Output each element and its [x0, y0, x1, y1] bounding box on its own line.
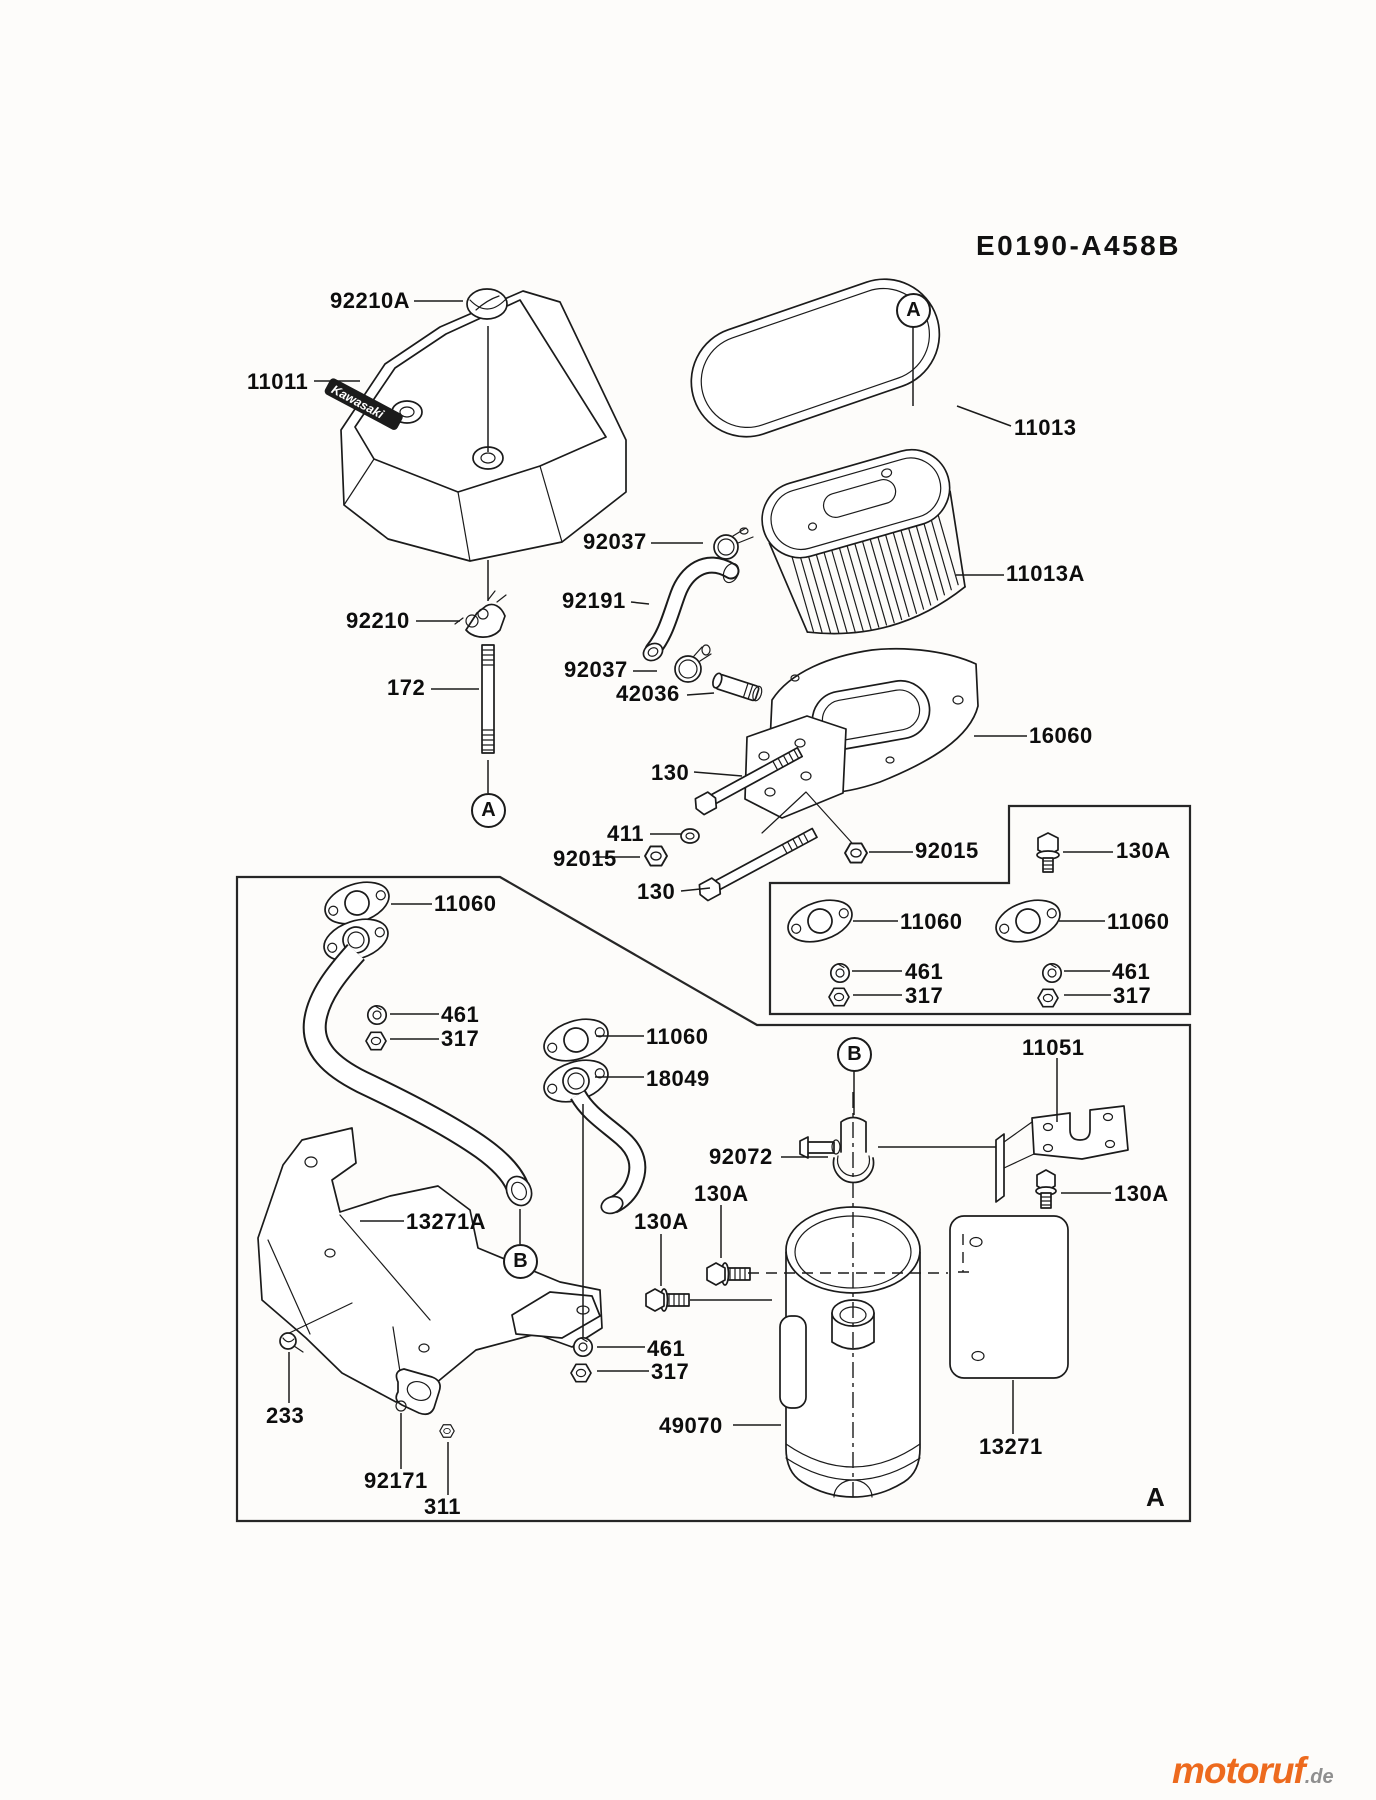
nut-92015-left [644, 845, 668, 867]
heat-shield-13271A [257, 1127, 603, 1403]
part-label-13271-40: 13271 [979, 1434, 1043, 1459]
diagram-code-title: E0190-A458B [976, 230, 1181, 261]
part-label-130-14: 130 [637, 879, 676, 904]
part-label-130a-32: 130A [1114, 1181, 1169, 1206]
bolt-130-lower [698, 827, 818, 902]
bolt-130A-2 [645, 1288, 690, 1312]
callout-circle-b-3: B [503, 1244, 538, 1279]
part-label-92072-29: 92072 [709, 1144, 773, 1169]
nut-317-2 [828, 987, 850, 1007]
part-label-317-25: 317 [441, 1026, 480, 1051]
part-label-92015-13: 92015 [553, 846, 617, 871]
part-label-11013-8: 11013 [1014, 415, 1077, 440]
part-label-92037-6: 92037 [564, 657, 628, 682]
exhaust-pipe [302, 943, 533, 1207]
part-label-461-22: 461 [1112, 959, 1151, 984]
part-label-92191-3: 92191 [562, 588, 626, 613]
hose-clamp-lower [674, 644, 712, 683]
part-label-92210-4: 92210 [346, 608, 410, 633]
part-label-172-5: 172 [387, 675, 426, 700]
bolt-130-upper [694, 746, 804, 816]
nut-92015-right [844, 842, 868, 864]
gasket-11060-3 [537, 1010, 615, 1070]
sub-assembly-boxes [235, 804, 1192, 1523]
part-label-130a-16: 130A [1116, 838, 1171, 863]
part-label-18049-27: 18049 [646, 1066, 710, 1091]
nut-317-3 [1037, 988, 1059, 1008]
bolt-130A-right [1035, 1169, 1057, 1209]
part-label-461-24: 461 [441, 1002, 480, 1027]
part-label-49070-39: 49070 [659, 1413, 723, 1438]
muffler-plate-13271 [949, 1215, 1069, 1379]
part-label-42036-7: 42036 [616, 681, 680, 706]
part-label-130a-30: 130A [694, 1181, 749, 1206]
muffler-49070 [779, 1206, 921, 1498]
washer-461-3 [1041, 962, 1063, 984]
callout-circle-a-0: A [896, 293, 931, 328]
nut-317-1 [365, 1031, 387, 1051]
part-label-11060-18: 11060 [900, 909, 963, 934]
nut-311 [439, 1424, 455, 1438]
pipe-stub-18049 [570, 1090, 647, 1215]
part-label-11060-17: 11060 [434, 891, 497, 916]
gasket-18049 [543, 1059, 609, 1103]
washer-461-4 [572, 1336, 594, 1358]
part-label-11013a-9: 11013A [1006, 561, 1085, 586]
part-label-92015-15: 92015 [915, 838, 979, 863]
bolt-130A-1 [706, 1262, 751, 1286]
clamp-92171 [395, 1368, 441, 1416]
leader-lines [288, 300, 1113, 1495]
air-cleaner-cover: Kawasaki [324, 290, 627, 562]
bolt-130A-box [1036, 832, 1060, 873]
part-label-11011-1: 11011 [247, 369, 309, 394]
part-label-92037-2: 92037 [583, 529, 647, 554]
part-label-311-36: 311 [424, 1494, 461, 1519]
part-label-11060-21: 11060 [1107, 909, 1170, 934]
cap-92210A [466, 288, 508, 320]
part-label-317-38: 317 [651, 1359, 690, 1384]
nut-317-4 [570, 1363, 592, 1383]
part-label-317-20: 317 [905, 983, 944, 1008]
screw-233 [279, 1332, 304, 1353]
part-label-16060-10: 16060 [1029, 723, 1093, 748]
washer-461-2 [829, 962, 851, 984]
watermark-suffix: .de [1304, 1766, 1334, 1788]
muffler-clamp-92072 [799, 1116, 875, 1184]
breather-hose [642, 556, 740, 662]
cable-clamp-92210 [454, 590, 507, 638]
washer-461-1 [366, 1004, 388, 1026]
part-label-92210a-0: 92210A [330, 288, 411, 313]
air-cleaner-base [744, 647, 979, 844]
gasket-11060-box-right [989, 891, 1067, 951]
stud-172 [481, 644, 495, 754]
pipe-flange-upper [323, 918, 389, 962]
washer-411 [680, 828, 700, 844]
air-filter-element [761, 448, 966, 635]
part-label-461-37: 461 [647, 1336, 686, 1361]
gasket-11060-box-left [781, 891, 859, 951]
part-label-13271a-33: 13271A [406, 1209, 487, 1234]
part-label-411-12: 411 [607, 821, 644, 846]
section-letter-a: A [1146, 1482, 1165, 1512]
part-label-233-34: 233 [266, 1403, 305, 1428]
watermark: motoruf.de [1172, 1750, 1334, 1792]
bracket-11051 [995, 1105, 1129, 1203]
callout-circle-b-2: B [837, 1037, 872, 1072]
part-label-11051-28: 11051 [1022, 1035, 1085, 1060]
center-lines [748, 1092, 948, 1497]
part-label-92171-35: 92171 [364, 1468, 428, 1493]
part-label-130a-31: 130A [634, 1209, 689, 1234]
part-label-461-19: 461 [905, 959, 944, 984]
part-label-11060-26: 11060 [646, 1024, 709, 1049]
part-label-317-23: 317 [1113, 983, 1152, 1008]
breather-tube [712, 672, 763, 702]
hose-clamp-upper [713, 527, 754, 560]
part-label-130-11: 130 [651, 760, 690, 785]
watermark-brand: motoruf [1172, 1750, 1306, 1791]
callout-circle-a-1: A [471, 793, 506, 828]
